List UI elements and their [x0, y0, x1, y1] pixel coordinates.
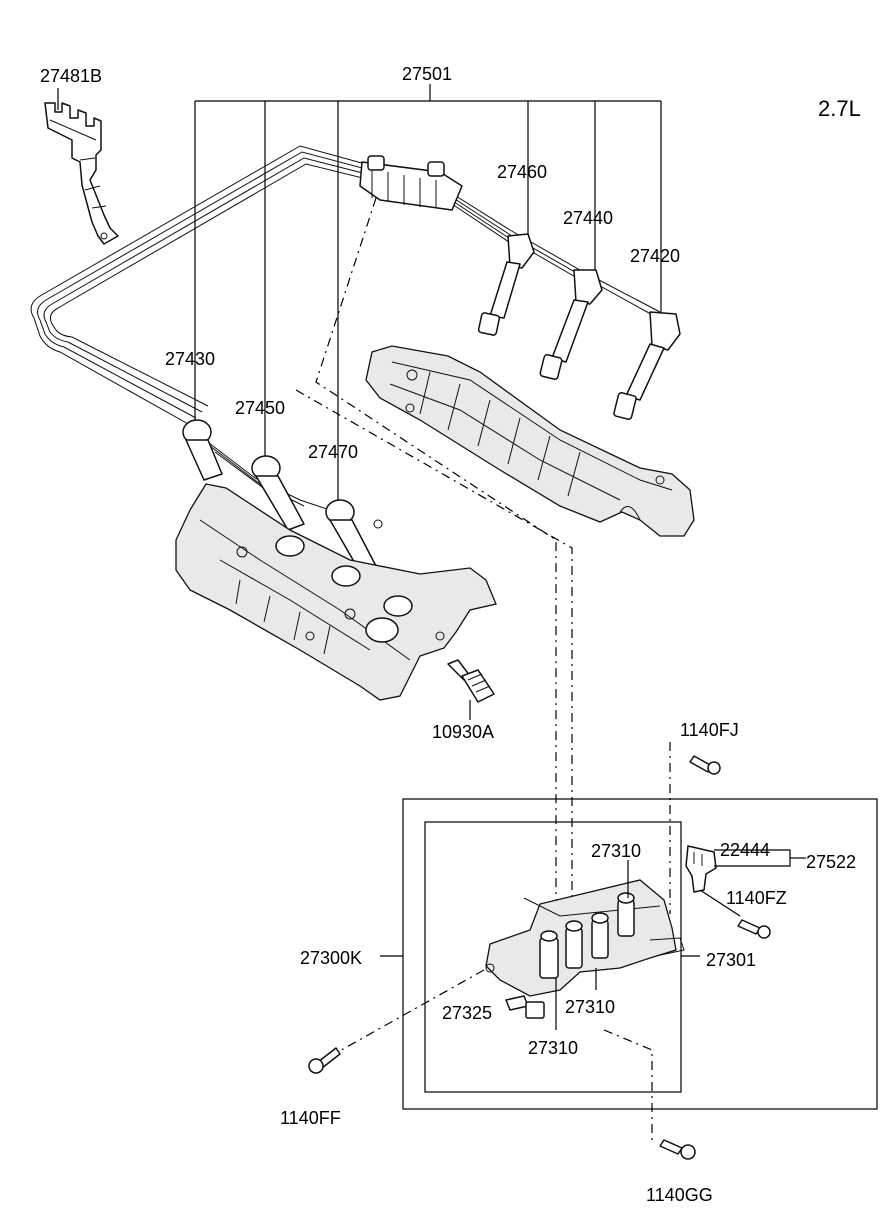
label-1140GG: 1140GG: [646, 1185, 713, 1205]
label-1140FJ: 1140FJ: [680, 720, 739, 740]
label-27481B: 27481B: [40, 66, 102, 86]
label-27300K: 27300K: [300, 948, 362, 968]
bolt-1140FZ: [737, 919, 771, 939]
rocker-cover-rear: [365, 345, 695, 537]
label-27325: 27325: [442, 1003, 492, 1023]
spark-plug-10930A: [447, 659, 495, 720]
label-27450: 27450: [235, 398, 285, 418]
ignition-coil-pack-27301: [485, 879, 685, 997]
bolt-1140FJ: [689, 755, 721, 775]
leader-27501: [194, 84, 662, 500]
label-10930A: 10930A: [432, 722, 494, 742]
label-27310-mid: 27310: [565, 997, 615, 1017]
label-27440: 27440: [563, 208, 613, 228]
label-27420: 27420: [630, 246, 680, 266]
label-27301: 27301: [706, 950, 756, 970]
connector-27325: [505, 995, 545, 1019]
label-27430: 27430: [165, 349, 215, 369]
ignition-wire-harness: [30, 145, 661, 511]
label-1140FF: 1140FF: [280, 1108, 341, 1128]
routing-dash-lines: [295, 197, 671, 1140]
bolt-1140FF: [308, 1047, 341, 1074]
label-22444: 22444: [720, 840, 770, 860]
wire-bracket-27481B: [44, 88, 119, 245]
plug-wire-27450: [251, 455, 305, 531]
label-27470: 27470: [308, 442, 358, 462]
label-27501: 27501: [402, 64, 452, 84]
plug-wire-27460: [477, 233, 535, 336]
label-27310-bot: 27310: [528, 1038, 578, 1058]
coil-bracket-22444: [685, 845, 806, 893]
label-27522: 27522: [806, 852, 856, 872]
coil-leaders: [555, 860, 741, 1030]
plug-wire-27420: [613, 311, 681, 420]
label-27460: 27460: [497, 162, 547, 182]
plug-wire-27430: [182, 419, 223, 481]
rocker-cover-front: [175, 483, 497, 701]
coil-assembly-frame: [380, 798, 878, 1110]
label-27310-top: 27310: [591, 841, 641, 861]
spark-plug-wires-left: [182, 419, 377, 573]
spark-plug-wires-right: [477, 233, 681, 420]
plug-wire-27440: [539, 269, 603, 380]
label-1140FZ: 1140FZ: [726, 888, 787, 908]
bolt-1140GG: [659, 1139, 696, 1160]
engine-displacement-label: 2.7L: [818, 96, 861, 121]
